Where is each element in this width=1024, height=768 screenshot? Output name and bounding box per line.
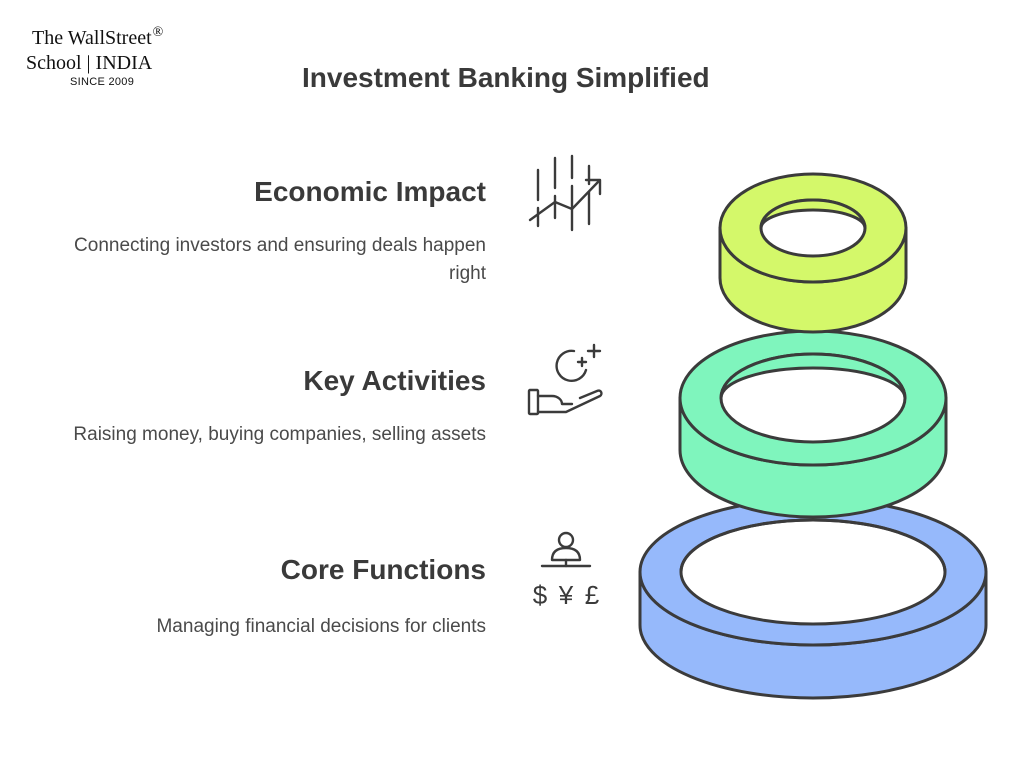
dollar-sign: $ — [533, 580, 548, 610]
logo-since: SINCE 2009 — [70, 76, 135, 88]
hand-coin-icon — [527, 343, 603, 416]
logo-line-2: School | INDIA — [26, 52, 153, 74]
pound-sign: £ — [585, 580, 600, 610]
key-activities-heading: Key Activities — [303, 365, 486, 396]
core-functions-description: Managing financial decisions for clients — [156, 616, 486, 637]
person-currency-icon: $ ¥ £ — [533, 531, 600, 610]
core-functions-heading: Core Functions — [280, 554, 486, 585]
logo-line-1: The WallStreet® — [32, 25, 164, 49]
ring-economic-impact — [718, 172, 908, 334]
growth-chart-icon — [528, 154, 602, 232]
economic-impact-heading: Economic Impact — [254, 176, 486, 207]
brand-logo: The WallStreet® School | INDIA SINCE 200… — [26, 25, 196, 88]
registered-mark: ® — [152, 25, 164, 40]
ring-key-activities — [678, 329, 948, 519]
page-title: Investment Banking Simplified — [302, 62, 710, 93]
ring-core-functions — [638, 497, 988, 700]
key-activities-description: Raising money, buying companies, selling… — [73, 424, 486, 445]
yen-sign: ¥ — [558, 580, 574, 610]
stacked-rings-diagram — [638, 172, 988, 700]
economic-impact-description: Connecting investors and ensuring deals … — [74, 235, 486, 284]
